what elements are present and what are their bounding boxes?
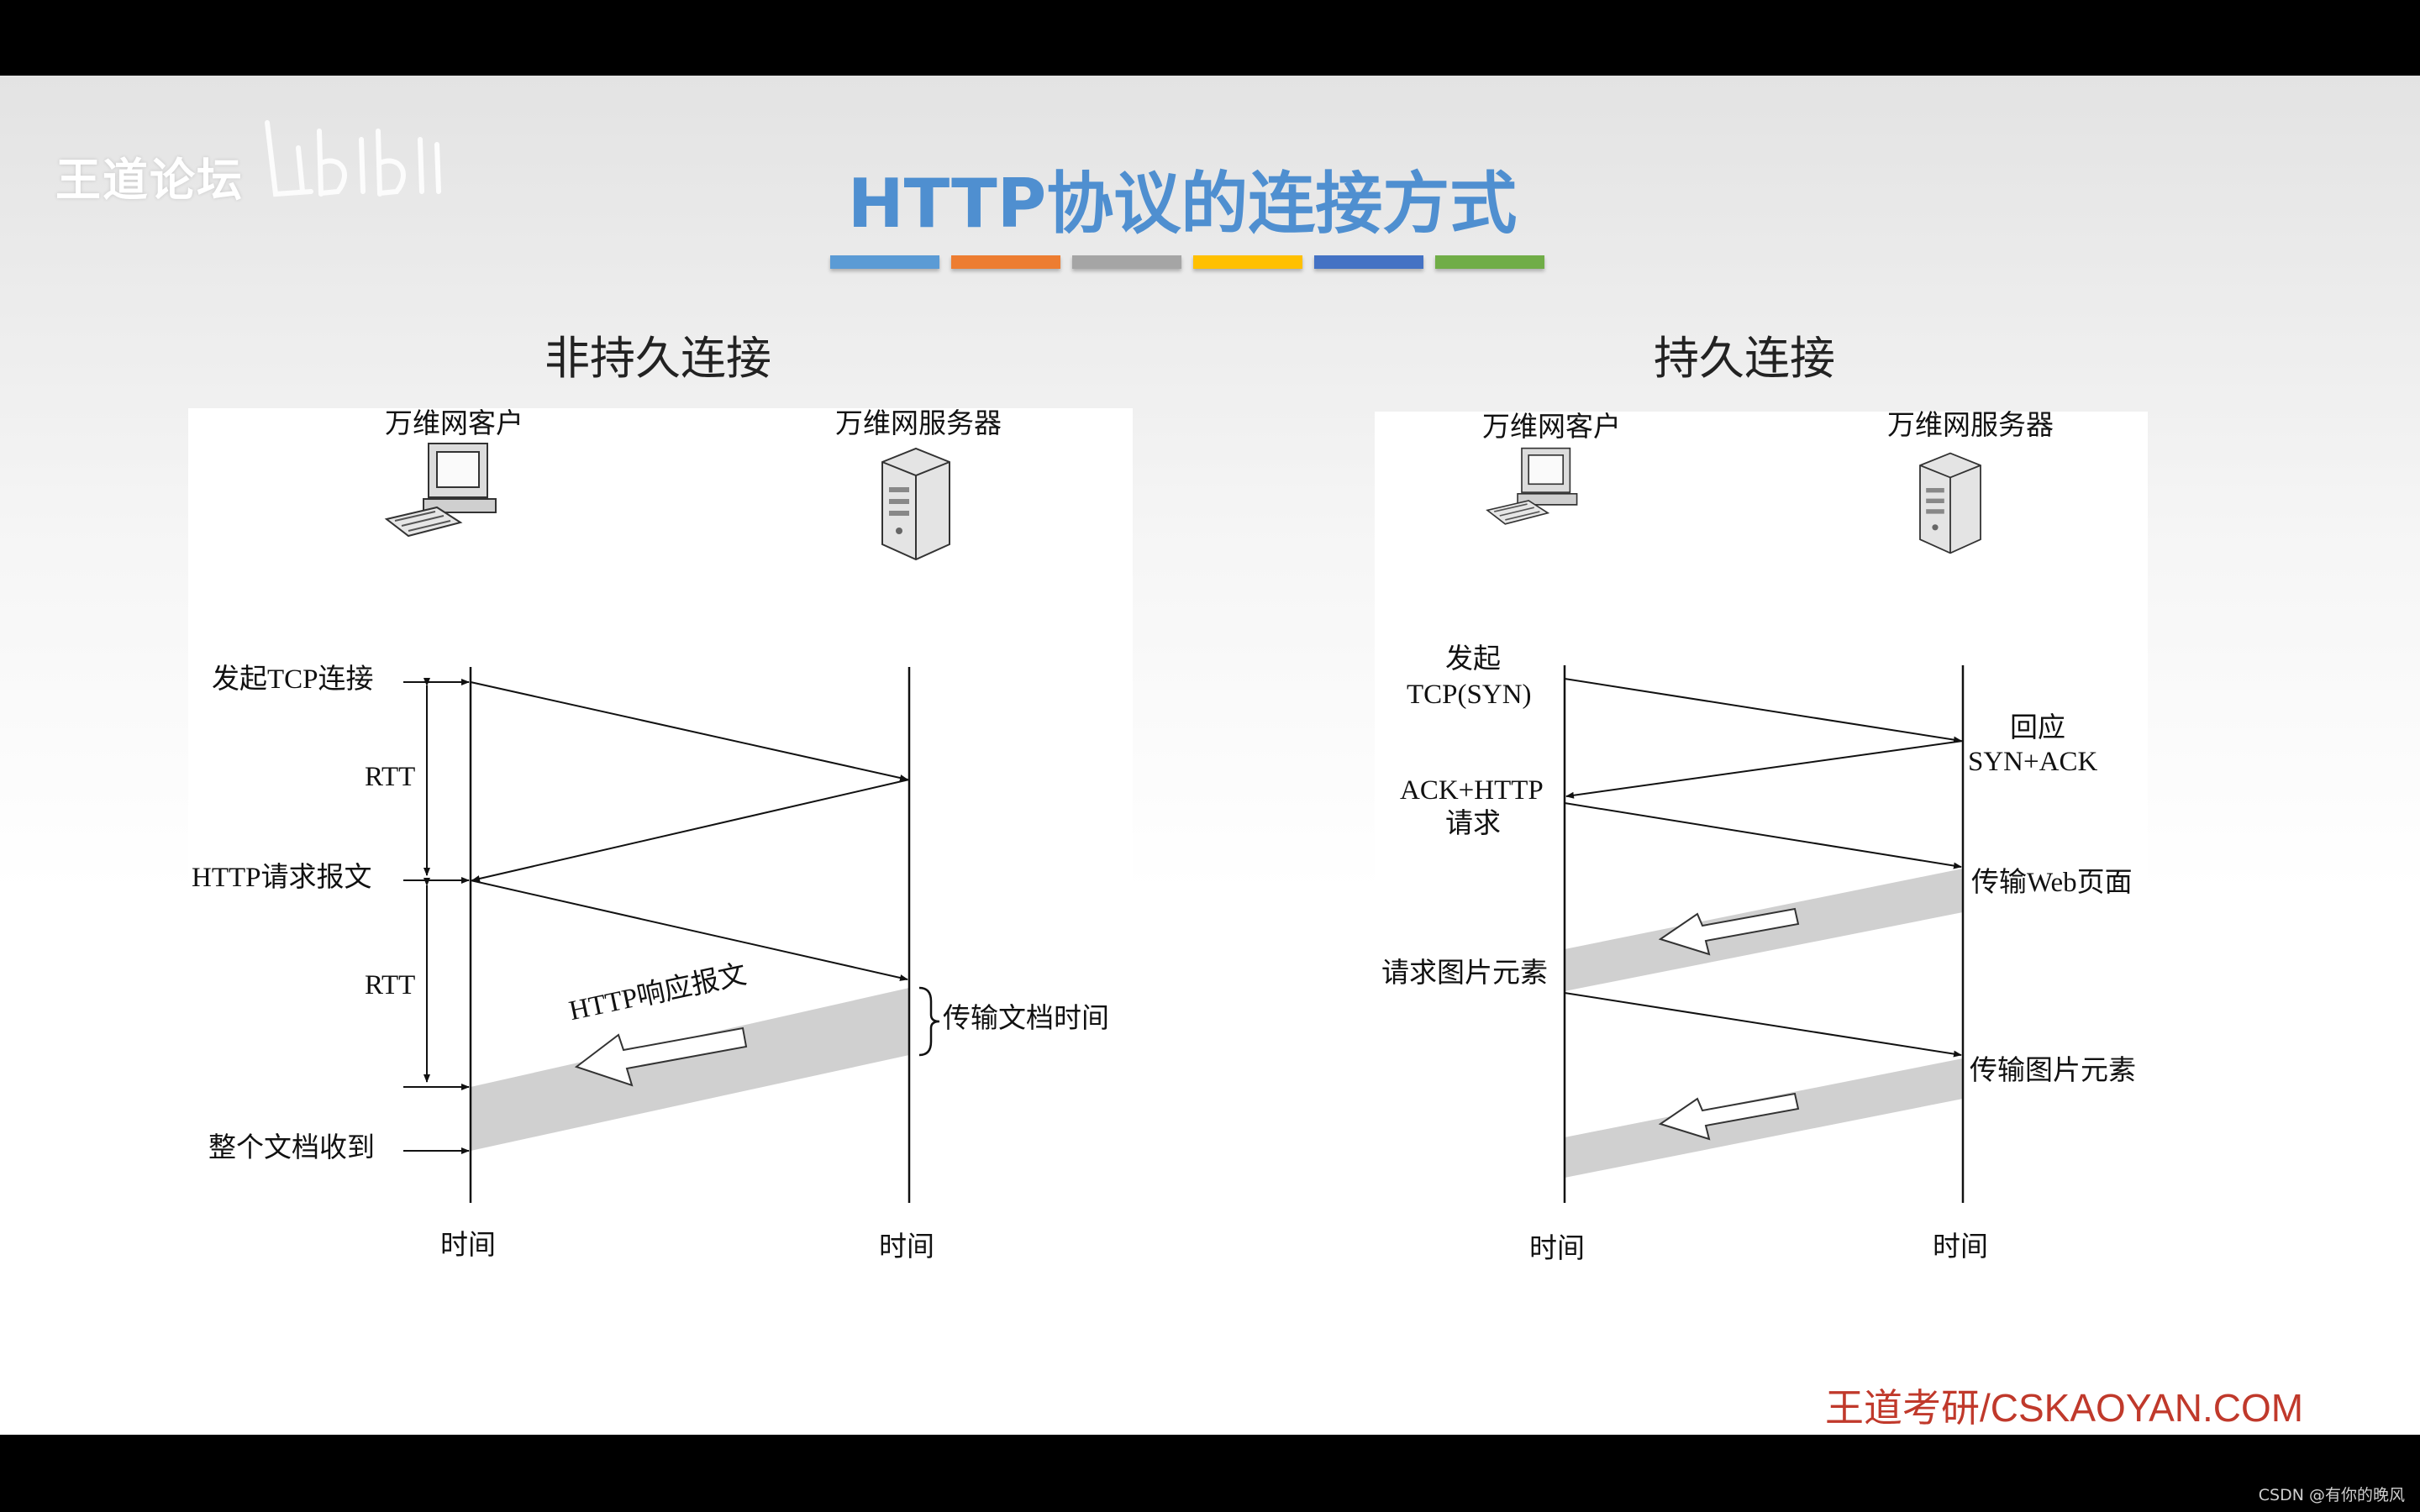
rtt-label-1: RTT [365, 762, 416, 792]
client-computer-icon [1486, 447, 1578, 525]
ack-label-line1: ACK+HTTP [1400, 775, 1544, 806]
rtt-label-2: RTT [365, 970, 416, 1000]
reply-label-line2: SYN+ACK [1968, 747, 2098, 777]
server-icon [881, 447, 950, 561]
color-segment [1193, 255, 1302, 269]
send-web-label: 传输Web页面 [1971, 868, 2133, 898]
request-img-label: 请求图片元素 [1381, 958, 1548, 989]
persistent-diagram: 万维网客户 万维网服务器 发起 TCP(SYN) 回应 SYN+ACK ACK+… [1375, 411, 2148, 1264]
init-label-line2: TCP(SYN) [1407, 680, 1532, 710]
color-segment [830, 255, 939, 269]
ack-label-line2: 请求 [1445, 809, 1501, 839]
non-persistent-timing-svg [384, 443, 950, 1203]
reply-label-line1: 回应 [2010, 713, 2065, 743]
right-section-title: 持久连接 [1654, 332, 1835, 385]
slide-title: HTTP协议的连接方式 [847, 165, 1518, 243]
non-persistent-diagram: 万维网客户 万维网服务器 发起TCP连接 RTT HTTP请求报文 RTT HT… [188, 408, 1133, 1263]
forum-watermark: 王道论坛 [55, 154, 244, 207]
bilibili-logo-icon [265, 120, 441, 197]
color-segment [1072, 255, 1181, 269]
color-segment [1435, 255, 1544, 269]
server-label: 万维网服务器 [835, 409, 1002, 439]
persistent-timing-svg [1486, 447, 1981, 1203]
client-time-label: 时间 [440, 1231, 496, 1261]
transfer-time-label: 传输文档时间 [943, 1004, 1109, 1034]
server-icon [1919, 452, 1981, 554]
server-time-label: 时间 [879, 1232, 934, 1263]
client-label: 万维网客户 [385, 409, 523, 439]
color-segment [1314, 255, 1423, 269]
init-label-line1: 发起 [1445, 644, 1501, 675]
server-label: 万维网服务器 [1887, 411, 2054, 441]
color-segment [951, 255, 1060, 269]
title-color-bar [830, 255, 1544, 269]
slide: 王道论坛 HTTP协议的连接方式 非持久连接 持久连接 [0, 76, 2420, 1435]
left-section-title: 非持久连接 [544, 332, 771, 385]
client-label: 万维网客户 [1482, 412, 1621, 443]
footer-brand: 王道考研/CSKAOYAN.COM [1825, 1386, 2304, 1430]
server-time-label: 时间 [1933, 1232, 1988, 1263]
client-time-label: 时间 [1529, 1234, 1585, 1264]
doc-received-label: 整个文档收到 [208, 1133, 375, 1163]
client-computer-icon [384, 443, 497, 538]
csdn-watermark: CSDN @有你的晚风 [2258, 1486, 2405, 1504]
init-tcp-label: 发起TCP连接 [212, 664, 374, 695]
http-request-label: HTTP请求报文 [192, 863, 372, 893]
send-img-label: 传输图片元素 [1970, 1056, 2136, 1086]
